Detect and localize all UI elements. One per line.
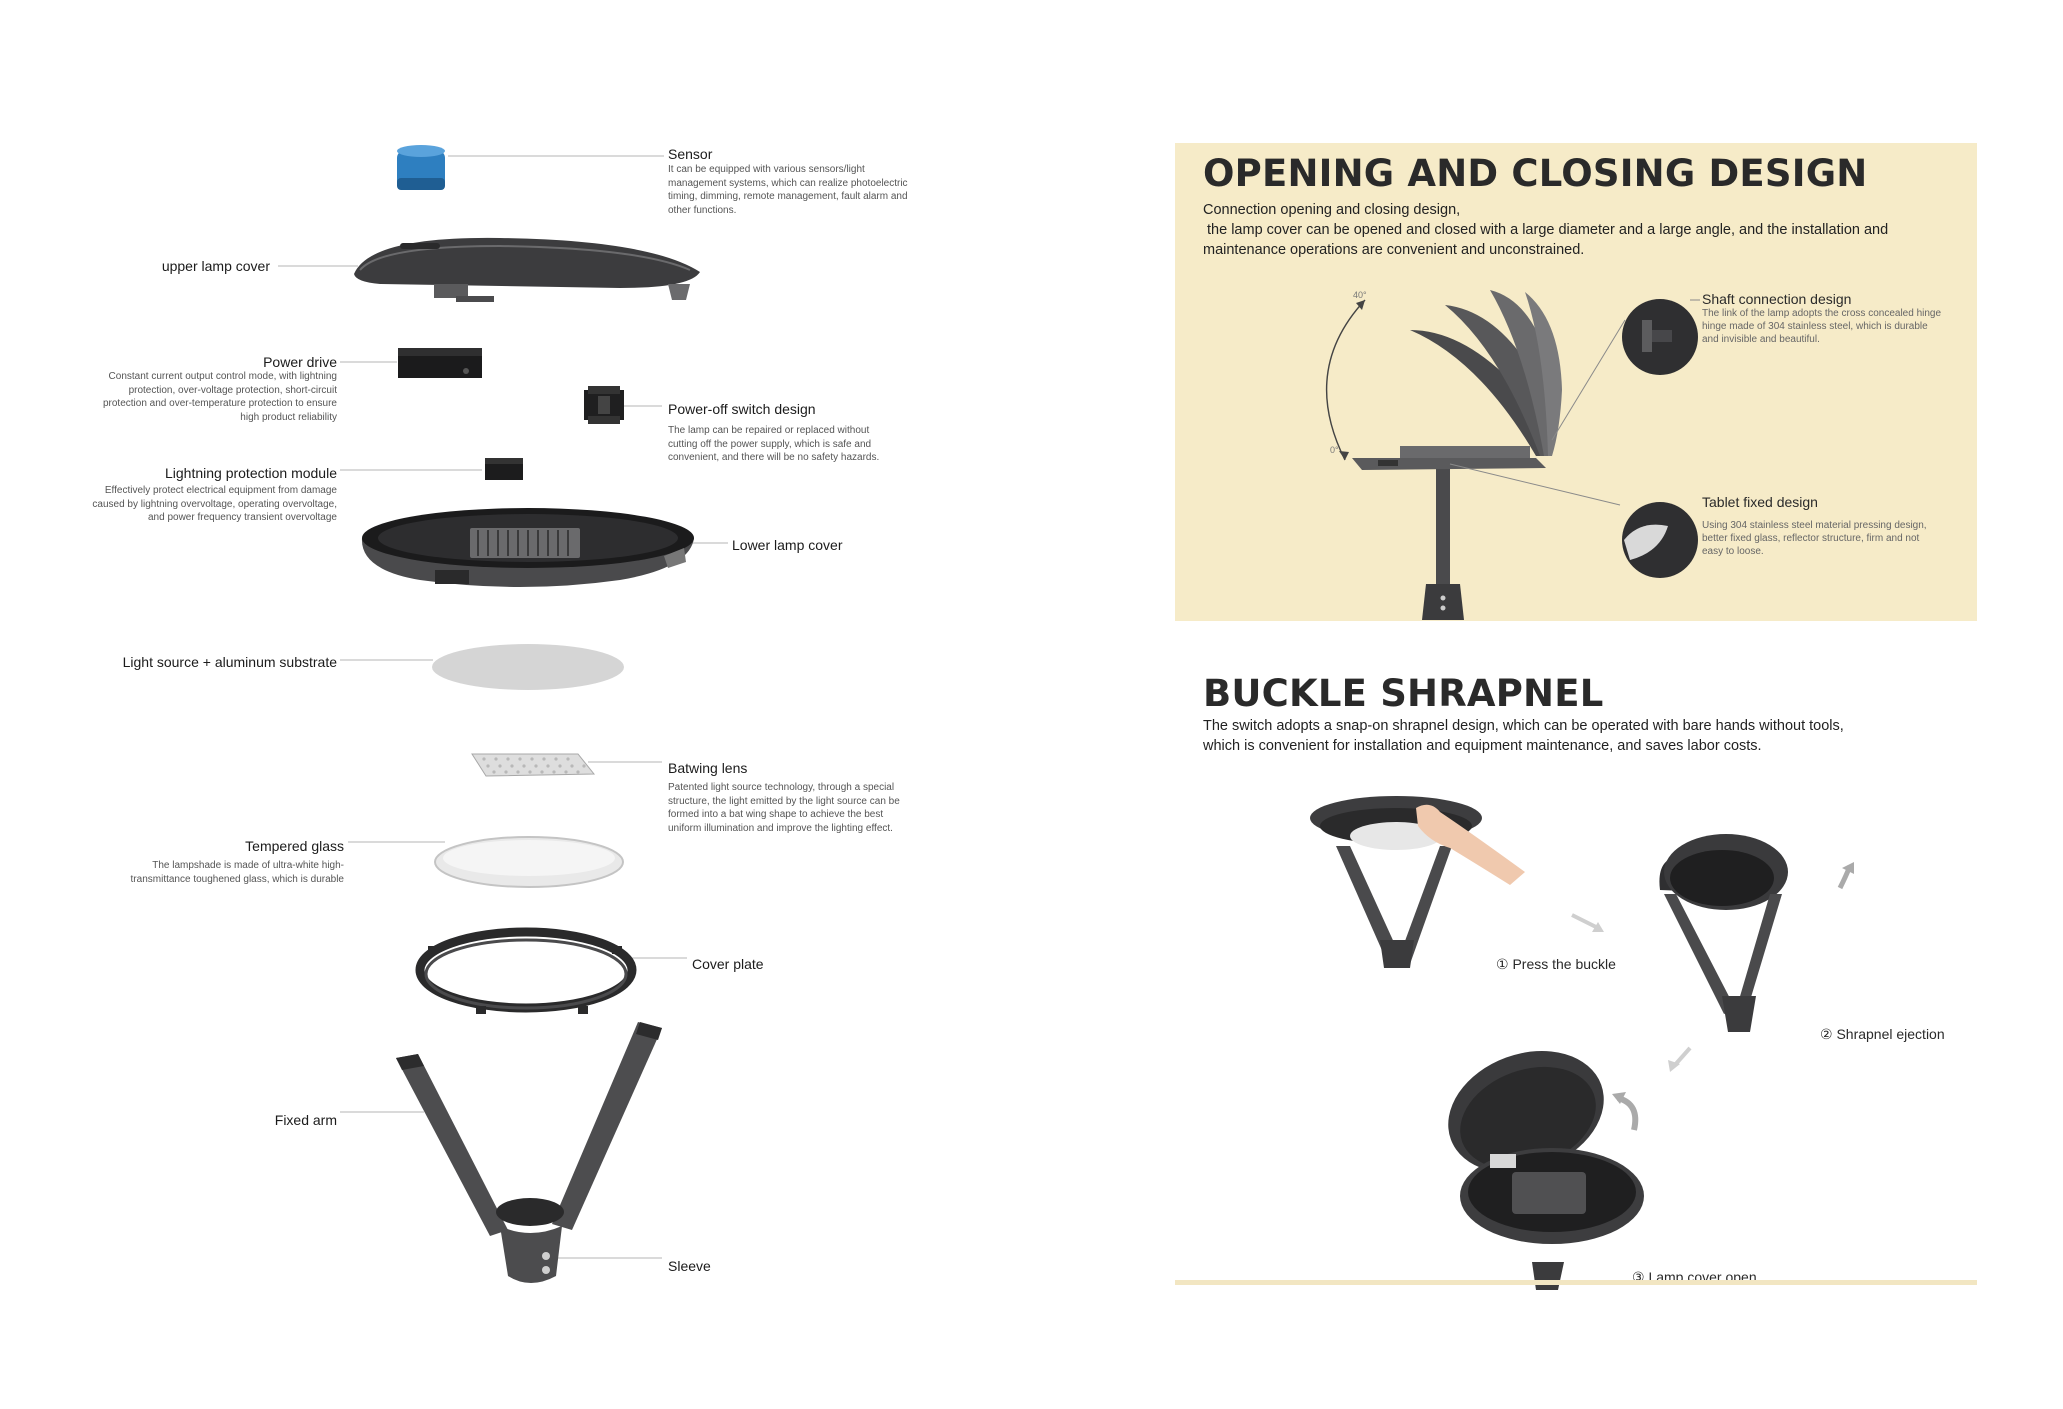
tempered-glass-label: Tempered glass: [245, 838, 344, 854]
lightning-protection-module-part: [485, 458, 523, 480]
opening-closing-text: Connection opening and closing design, t…: [1203, 200, 1963, 260]
power-off-switch-label: Power-off switch design: [668, 401, 816, 417]
opening-closing-panel: [1175, 143, 1977, 621]
lower-lamp-cover-part: [361, 508, 694, 587]
shaft-detail-circle: [1622, 299, 1698, 375]
light-source-label: Light source + aluminum substrate: [122, 654, 337, 670]
bottom-divider: [1175, 1280, 1977, 1285]
step3-lamp: [1448, 1051, 1644, 1290]
power-off-switch-desc: The lamp can be repaired or replaced wit…: [668, 425, 880, 463]
buckle-shrapnel-title: BUCKLE SHRAPNEL: [1203, 672, 1604, 715]
power-off-switch-part: [584, 386, 624, 424]
batwing-lens-part: [471, 753, 596, 777]
buckle-text-line-2: which is convenient for installation and…: [1203, 738, 1762, 754]
batwing-lens-desc: Patented light source technology, throug…: [668, 782, 900, 834]
cover-plate-label: Cover plate: [692, 956, 764, 972]
step1-label: ① Press the buckle: [1496, 956, 1616, 972]
step1-lamp: [1310, 796, 1525, 968]
tempered-glass-part: [434, 836, 624, 888]
upper-lamp-cover-label: upper lamp cover: [161, 258, 270, 274]
power-drive-part: [398, 348, 482, 378]
angle-0-label: 0°: [1330, 445, 1339, 455]
light-source-part: [432, 644, 624, 690]
opening-closing-title: OPENING AND CLOSING DESIGN: [1203, 152, 1868, 195]
lower-lamp-cover-label: Lower lamp cover: [732, 537, 843, 553]
sensor-part: [397, 145, 445, 190]
opening-text-line-2: the lamp cover can be opened and closed …: [1203, 222, 1889, 238]
shaft-connection-label: Shaft connection design: [1702, 291, 1852, 307]
buckle-text-line-1: The switch adopts a snap-on shrapnel des…: [1203, 718, 1844, 734]
upper-lamp-cover-part: [354, 237, 700, 302]
step2-label: ② Shrapnel ejection: [1820, 1026, 1945, 1042]
opening-text-line-1: Connection opening and closing design,: [1203, 202, 1461, 218]
step2-lamp: [1659, 834, 1854, 1032]
lightning-protection-desc: Effectively protect electrical equipment…: [92, 485, 337, 523]
angle-40-label: 40°: [1353, 290, 1367, 300]
tempered-glass-desc: The lampshade is made of ultra-white hig…: [130, 860, 344, 885]
fixed-arm-part: [396, 1022, 662, 1236]
cover-plate-part: [415, 927, 637, 1014]
opening-text-line-3: maintenance operations are convenient an…: [1203, 242, 1585, 258]
tablet-fixed-desc: Using 304 stainless steel material press…: [1702, 520, 1927, 557]
sleeve-part: [500, 1226, 562, 1283]
sensor-label: Sensor: [668, 146, 713, 162]
sensor-desc: It can be equipped with various sensors/…: [668, 164, 908, 216]
buckle-shrapnel-text: The switch adopts a snap-on shrapnel des…: [1203, 716, 1963, 756]
batwing-lens-label: Batwing lens: [668, 760, 748, 776]
power-drive-desc: Constant current output control mode, wi…: [102, 371, 337, 423]
lightning-protection-label: Lightning protection module: [164, 465, 337, 481]
shaft-connection-desc: The link of the lamp adopts the cross co…: [1702, 308, 1942, 345]
tablet-detail-circle: [1622, 502, 1698, 578]
fixed-arm-label: Fixed arm: [274, 1112, 337, 1128]
sleeve-label: Sleeve: [668, 1258, 711, 1274]
tablet-fixed-label: Tablet fixed design: [1702, 494, 1818, 510]
power-drive-label: Power drive: [263, 354, 337, 370]
